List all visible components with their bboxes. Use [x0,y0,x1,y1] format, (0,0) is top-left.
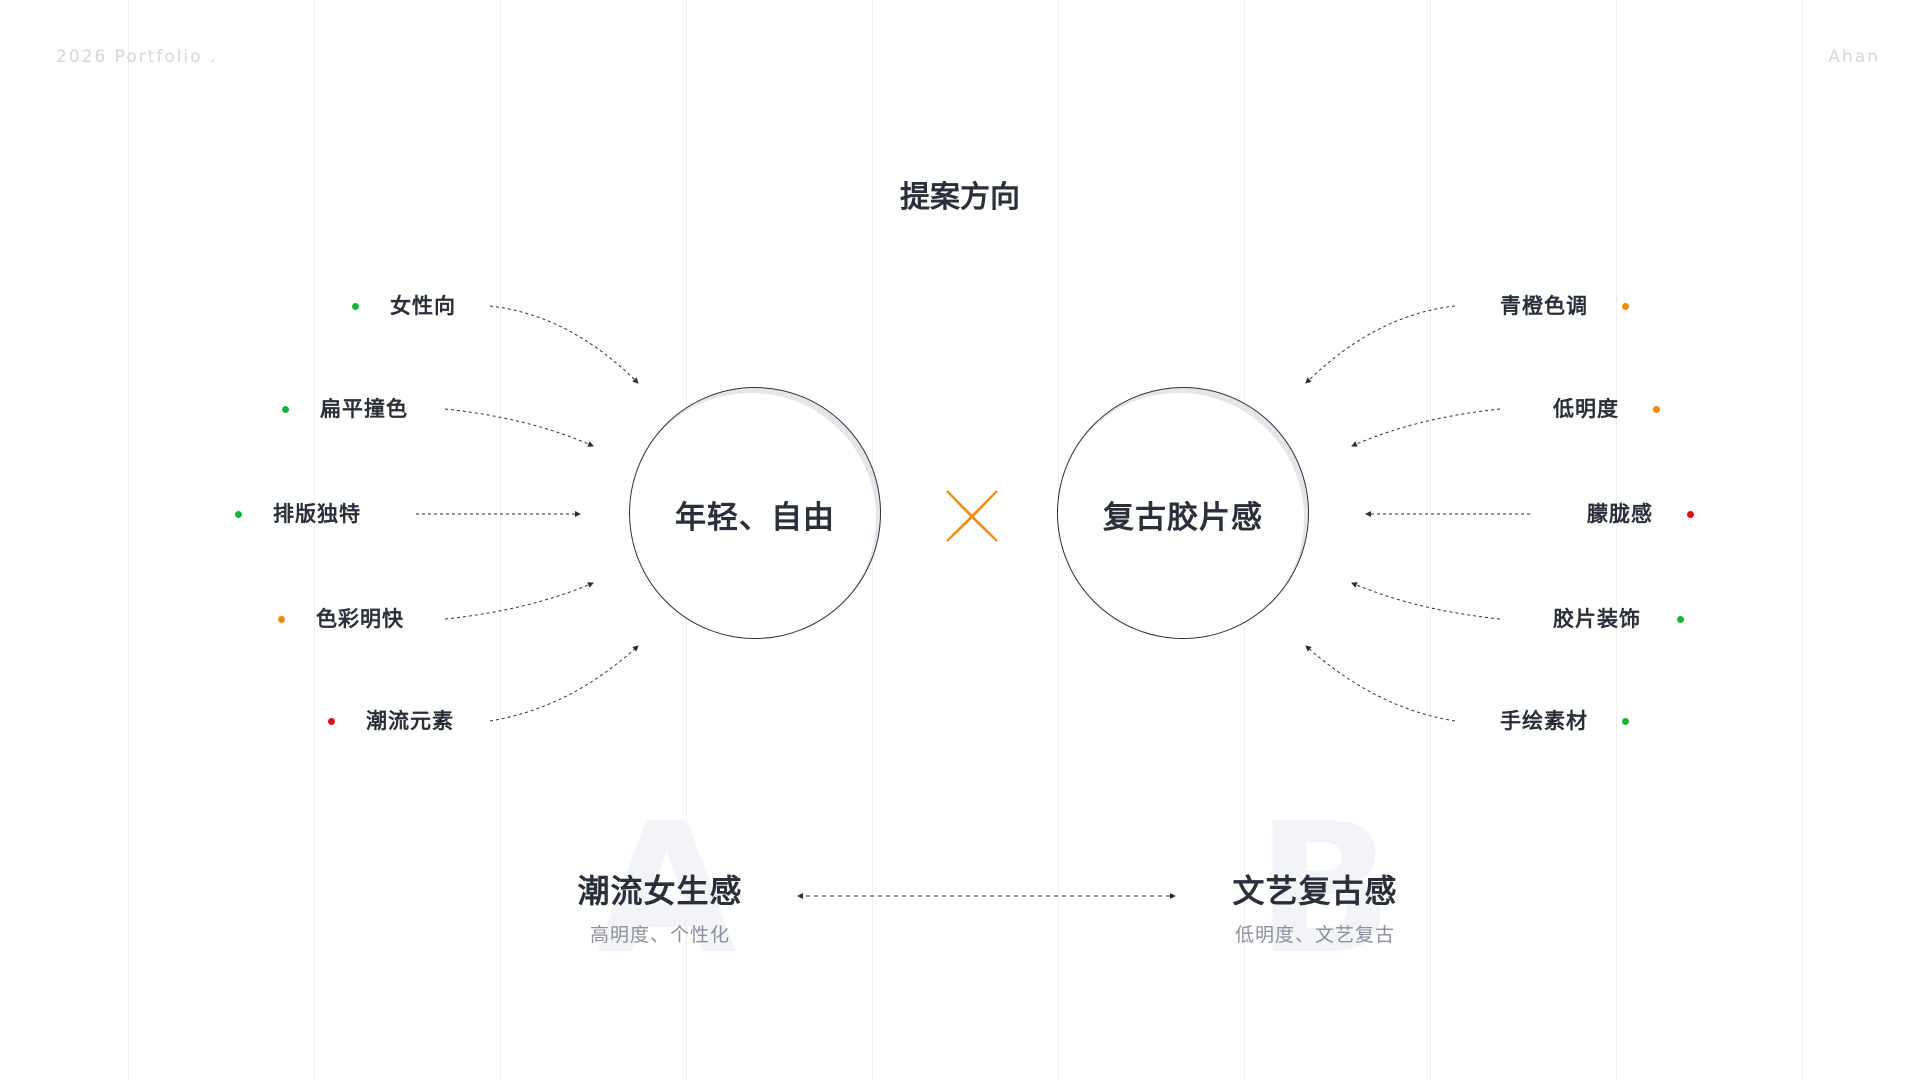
keyword-label: 胶片装饰 [1553,607,1641,631]
direction-b-label: 复古胶片感 [1103,500,1263,536]
connector-arrow [489,645,639,722]
keyword-label: 低明度 [1553,397,1619,421]
keyword-label: 朦胧感 [1587,502,1653,526]
grid-line [1430,0,1431,1080]
direction-b-summary-subtitle: 低明度、文艺复古 [1234,924,1395,946]
keyword-label: 青橙色调 [1500,294,1588,318]
direction-a-summary-title: 潮流女生感 [577,872,743,910]
direction-a-summary-subtitle: 高明度、个性化 [589,924,730,946]
keyword-dot [352,303,359,310]
keyword-dot [328,718,335,725]
connector-arrow [444,582,594,620]
grid-line [1058,0,1059,1080]
connector-arrow [1351,408,1501,447]
keyword-label: 扁平撞色 [320,397,408,421]
keyword-label: 潮流元素 [366,709,454,733]
connector-arrow [1305,645,1456,722]
keyword-label: 排版独特 [273,502,361,526]
page-title: 提案方向 [900,180,1020,215]
direction-a-label: 年轻、自由 [675,500,835,536]
grid-line [500,0,501,1080]
direction-b-summary-title: 文艺复古感 [1232,872,1398,910]
keyword-dot [282,406,289,413]
grid-line [1802,0,1803,1080]
grid-line [314,0,315,1080]
keyword-dot [1622,303,1629,310]
keyword-dot [278,616,285,623]
portfolio-label: 2026 Portfolio . [56,47,218,67]
keyword-label: 女性向 [390,294,456,318]
keyword-label: 色彩明快 [316,607,404,631]
connector-arrow [489,305,639,384]
ghost-letter-a: A [597,785,737,994]
keyword-dot [1677,616,1684,623]
connector-arrow [1351,582,1501,620]
keyword-dot [1687,511,1694,518]
direction-a-circle: 年轻、自由 [629,387,881,639]
grid-line [128,0,129,1080]
ghost-letter-b: B [1256,785,1394,994]
x-cross-icon [946,490,998,542]
connector-arrow [1305,305,1456,384]
grid-line [1616,0,1617,1080]
keyword-dot [235,511,242,518]
keyword-label: 手绘素材 [1500,709,1588,733]
direction-b-circle: 复古胶片感 [1057,387,1309,639]
keyword-dot [1653,406,1660,413]
connector-arrow [444,408,594,447]
author-label: Ahan [1828,47,1880,67]
keyword-dot [1622,718,1629,725]
